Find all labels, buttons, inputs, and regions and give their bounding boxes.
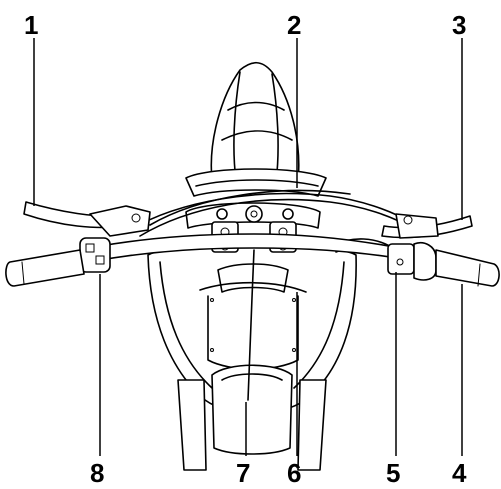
left-grip-assembly [5, 237, 111, 287]
fork-legs [177, 379, 327, 471]
callout-3: 3 [452, 10, 466, 40]
clutch-lever [23, 201, 151, 237]
callout-4: 4 [452, 458, 467, 488]
seat-and-tank [185, 61, 327, 197]
brake-hose [247, 249, 255, 401]
right-grip-assembly [387, 242, 500, 287]
callout-1: 1 [24, 10, 38, 40]
callout-7: 7 [236, 458, 250, 488]
callout-6: 6 [287, 458, 301, 488]
callout-2: 2 [287, 10, 301, 40]
callout-labels: 1 2 3 4 5 6 7 8 [24, 10, 467, 488]
front-brake-lever [381, 213, 473, 239]
callout-5: 5 [386, 458, 400, 488]
leader-lines [33, 38, 463, 456]
front-fender [211, 364, 293, 455]
callout-8: 8 [90, 458, 104, 488]
